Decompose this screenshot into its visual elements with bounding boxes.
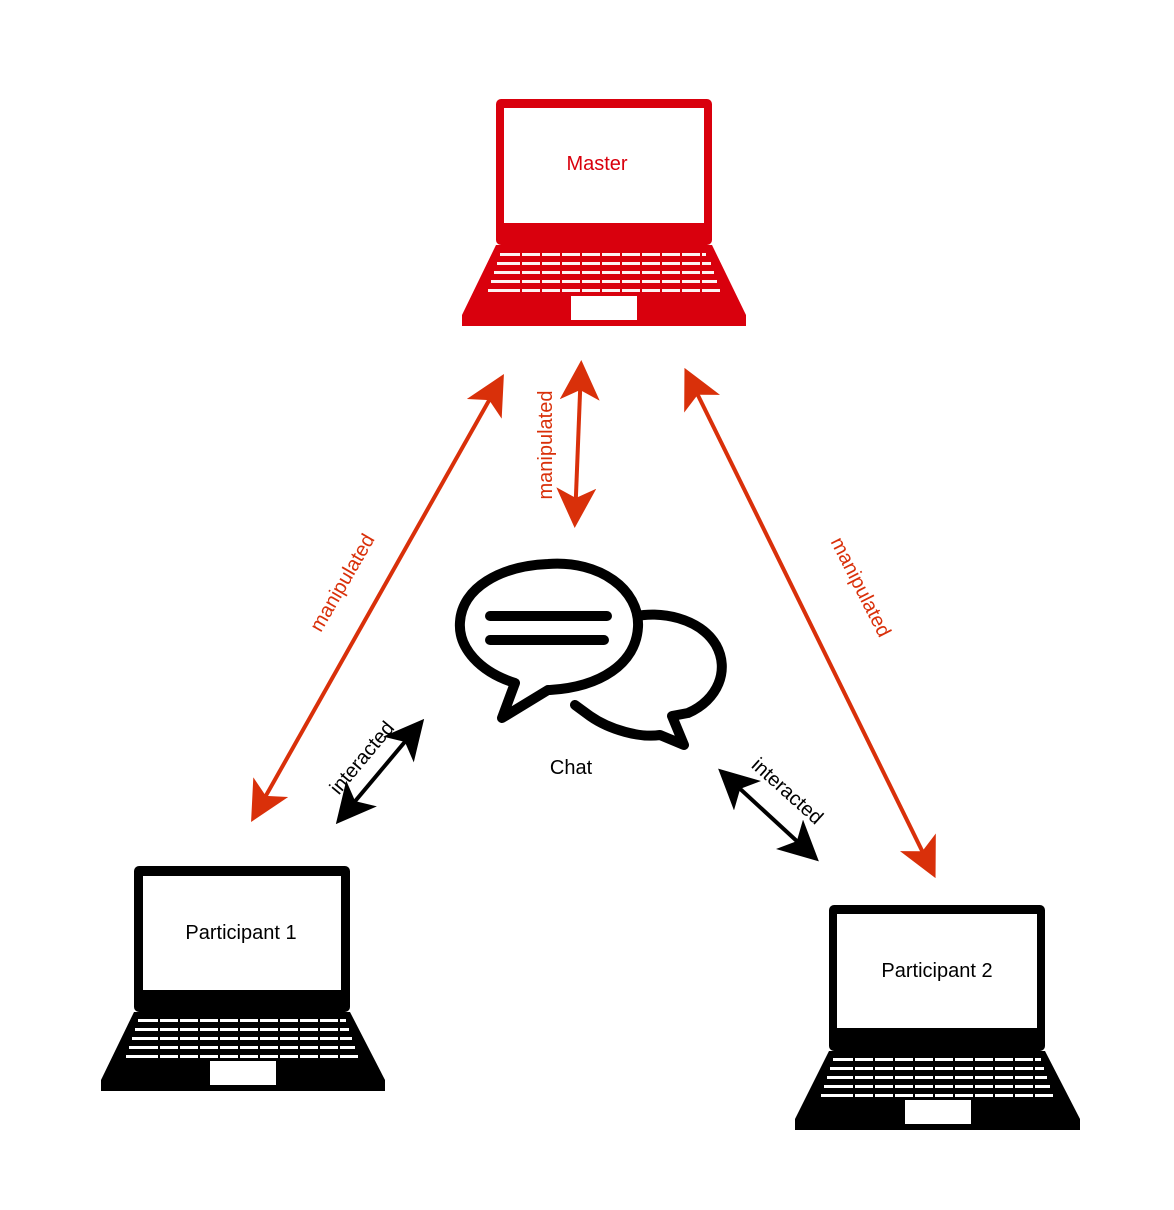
edge-label-master-participant1: manipulated bbox=[306, 530, 380, 635]
edge-label-participant1-chat: interacted bbox=[326, 717, 399, 798]
edge-participant1-chat bbox=[335, 718, 425, 825]
participant1-label: Participant 1 bbox=[185, 922, 296, 944]
chat-node: Chat bbox=[454, 558, 727, 779]
laptop-icon bbox=[795, 905, 1080, 1130]
edge-chat-participant2 bbox=[718, 768, 819, 862]
chat-label: Chat bbox=[550, 757, 593, 779]
participant2-label: Participant 2 bbox=[881, 960, 992, 982]
master-laptop: Master bbox=[462, 99, 746, 326]
laptop-icon bbox=[462, 99, 746, 326]
edge-master-participant1 bbox=[251, 374, 504, 822]
chat-bubbles-icon bbox=[454, 558, 727, 750]
master-label: Master bbox=[566, 153, 627, 175]
laptop-icon bbox=[101, 866, 385, 1091]
participant1-laptop: Participant 1 bbox=[101, 866, 385, 1091]
edge-label-chat-participant2: interacted bbox=[747, 754, 827, 829]
edge-label-master-participant2: manipulated bbox=[826, 534, 895, 641]
participant2-laptop: Participant 2 bbox=[795, 905, 1080, 1130]
edge-label-master-chat: manipulated bbox=[535, 391, 557, 500]
edge-master-chat bbox=[556, 360, 600, 528]
edge-master-participant2 bbox=[684, 367, 936, 879]
